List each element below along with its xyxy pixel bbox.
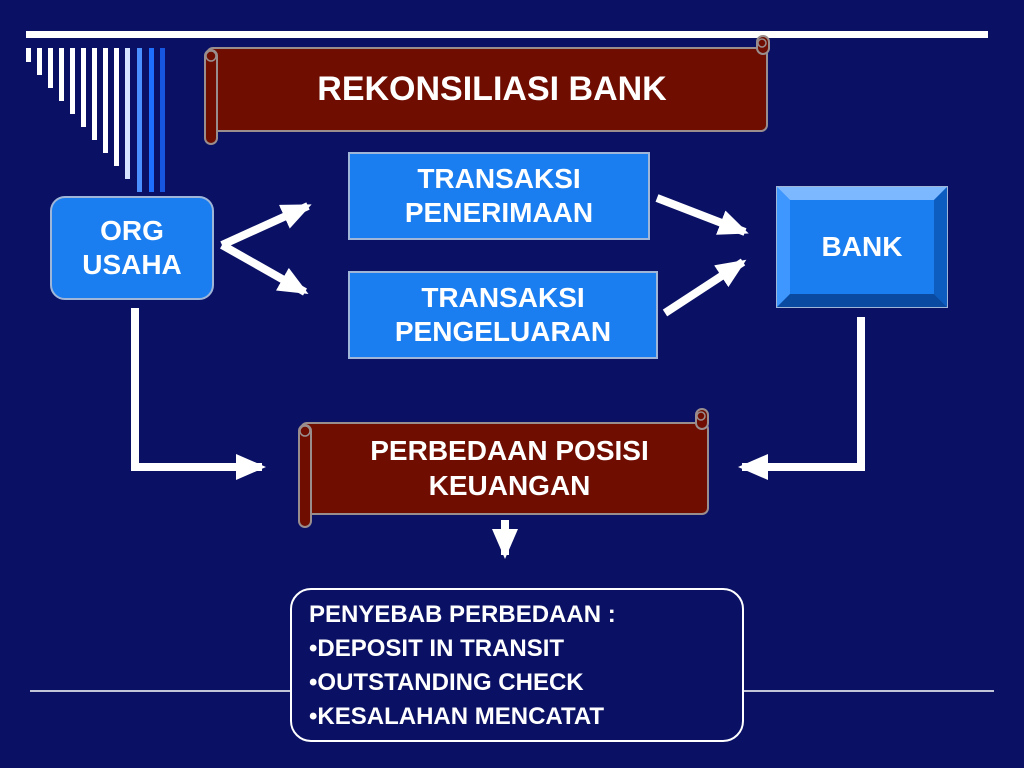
org-usaha-shape: [50, 196, 214, 300]
penerimaan-line1: TRANSAKSI: [417, 162, 581, 194]
org-usaha-box: ORG USAHA: [51, 197, 213, 299]
perbedaan-box: PERBEDAAN POSISI KEUANGAN: [311, 423, 708, 514]
pengeluaran-line1: TRANSAKSI: [421, 281, 585, 313]
penyebab-box: PENYEBAB PERBEDAAN : •DEPOSIT IN TRANSIT…: [309, 598, 616, 734]
bank-box: BANK: [790, 200, 934, 294]
decorative-bars: [26, 48, 165, 192]
penerimaan-line2: PENERIMAAN: [404, 197, 594, 228]
perbedaan-scroll-shape: [298, 408, 709, 528]
pengeluaran-line2: PENGELUARAN: [394, 316, 612, 347]
list-item: •DEPOSIT IN TRANSIT: [309, 635, 565, 662]
penyebab-shape: [290, 588, 744, 742]
penyebab-heading: PENYEBAB PERBEDAAN :: [309, 601, 616, 628]
perbedaan-line2: KEUANGAN: [428, 469, 591, 501]
pengeluaran-shape: [348, 271, 658, 359]
page-title-text: REKONSILIASI BANK: [317, 69, 667, 108]
penerimaan-shape: [348, 152, 650, 240]
list-item: •OUTSTANDING CHECK: [309, 669, 584, 696]
bank-label: BANK: [821, 230, 903, 262]
pengeluaran-box: TRANSAKSI PENGELUARAN: [349, 272, 657, 358]
penerimaan-box: TRANSAKSI PENERIMAAN: [349, 153, 649, 239]
org-usaha-line2: USAHA: [82, 249, 182, 280]
bank-shape: [776, 186, 948, 308]
arrows: [131, 194, 865, 559]
title-scroll-shape: [204, 35, 770, 145]
list-item: •KESALAHAN MENCATAT: [309, 703, 605, 730]
perbedaan-line1: PERBEDAAN POSISI: [370, 435, 649, 467]
org-usaha-line1: ORG: [100, 214, 164, 246]
top-rule: [26, 31, 988, 38]
page-title: REKONSILIASI BANK: [217, 48, 767, 131]
